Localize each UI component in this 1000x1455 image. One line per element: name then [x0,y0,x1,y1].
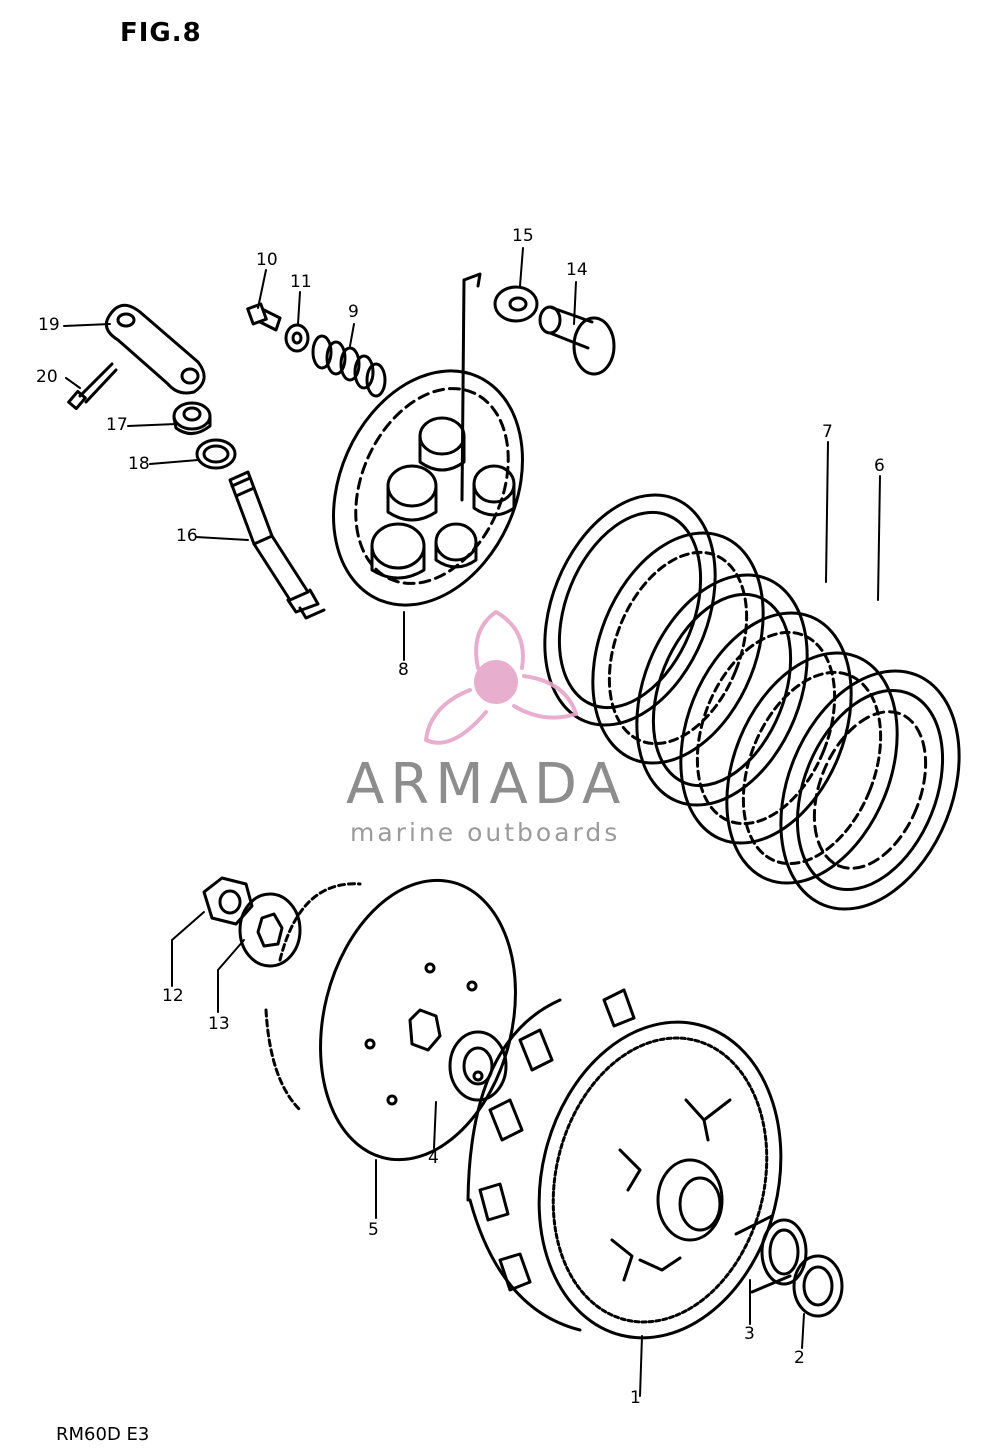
part-19-release-arm [104,303,206,395]
callout-18: 18 [128,454,150,474]
watermark-tagline: marine outboards [350,818,621,847]
callout-19: 19 [38,315,60,335]
part-16-release-shaft [228,470,326,620]
part-8-pressure-plate [332,272,524,607]
callout-9: 9 [348,302,359,322]
part-2-washer [792,1254,844,1318]
callout-3: 3 [744,1324,755,1344]
part-20-bolt [67,362,118,411]
callout-5: 5 [368,1220,379,1240]
callout-11: 11 [290,272,312,292]
watermark-logo [424,610,578,745]
part-4-thrust-washer [448,1030,508,1102]
part-5-clutch-sleeve-hub [264,878,517,1162]
part-11-washer [284,323,310,353]
figure-title: FIG.8 [120,18,202,48]
part-17-nut [172,401,212,435]
part-6-driven-plates [725,651,961,911]
callout-10: 10 [256,250,278,270]
callout-13: 13 [208,1014,230,1034]
callout-16: 16 [176,526,198,546]
callout-4: 4 [428,1148,439,1168]
model-code: RM60D E3 [56,1424,150,1445]
callout-8: 8 [398,660,409,680]
part-15-washer [493,285,539,323]
callout-2: 2 [794,1348,805,1368]
part-18-o-ring [195,438,237,470]
part-13-lock-washer [238,892,302,968]
part-1-clutch-housing [466,988,783,1340]
callout-20: 20 [36,367,58,387]
callout-15: 15 [512,226,534,246]
callout-1: 1 [630,1388,641,1408]
leader-lines [63,247,881,1397]
callout-17: 17 [106,415,128,435]
part-12-nut [202,876,254,926]
part-9-spring [311,334,387,398]
callout-6: 6 [874,456,885,476]
part-14-pin [538,305,616,376]
watermark-brand: ARMADA [346,752,627,817]
callout-7: 7 [822,422,833,442]
part-10-screw [246,302,282,332]
part-3-spacer [734,1214,808,1294]
callout-12: 12 [162,986,184,1006]
callout-14: 14 [566,260,588,280]
